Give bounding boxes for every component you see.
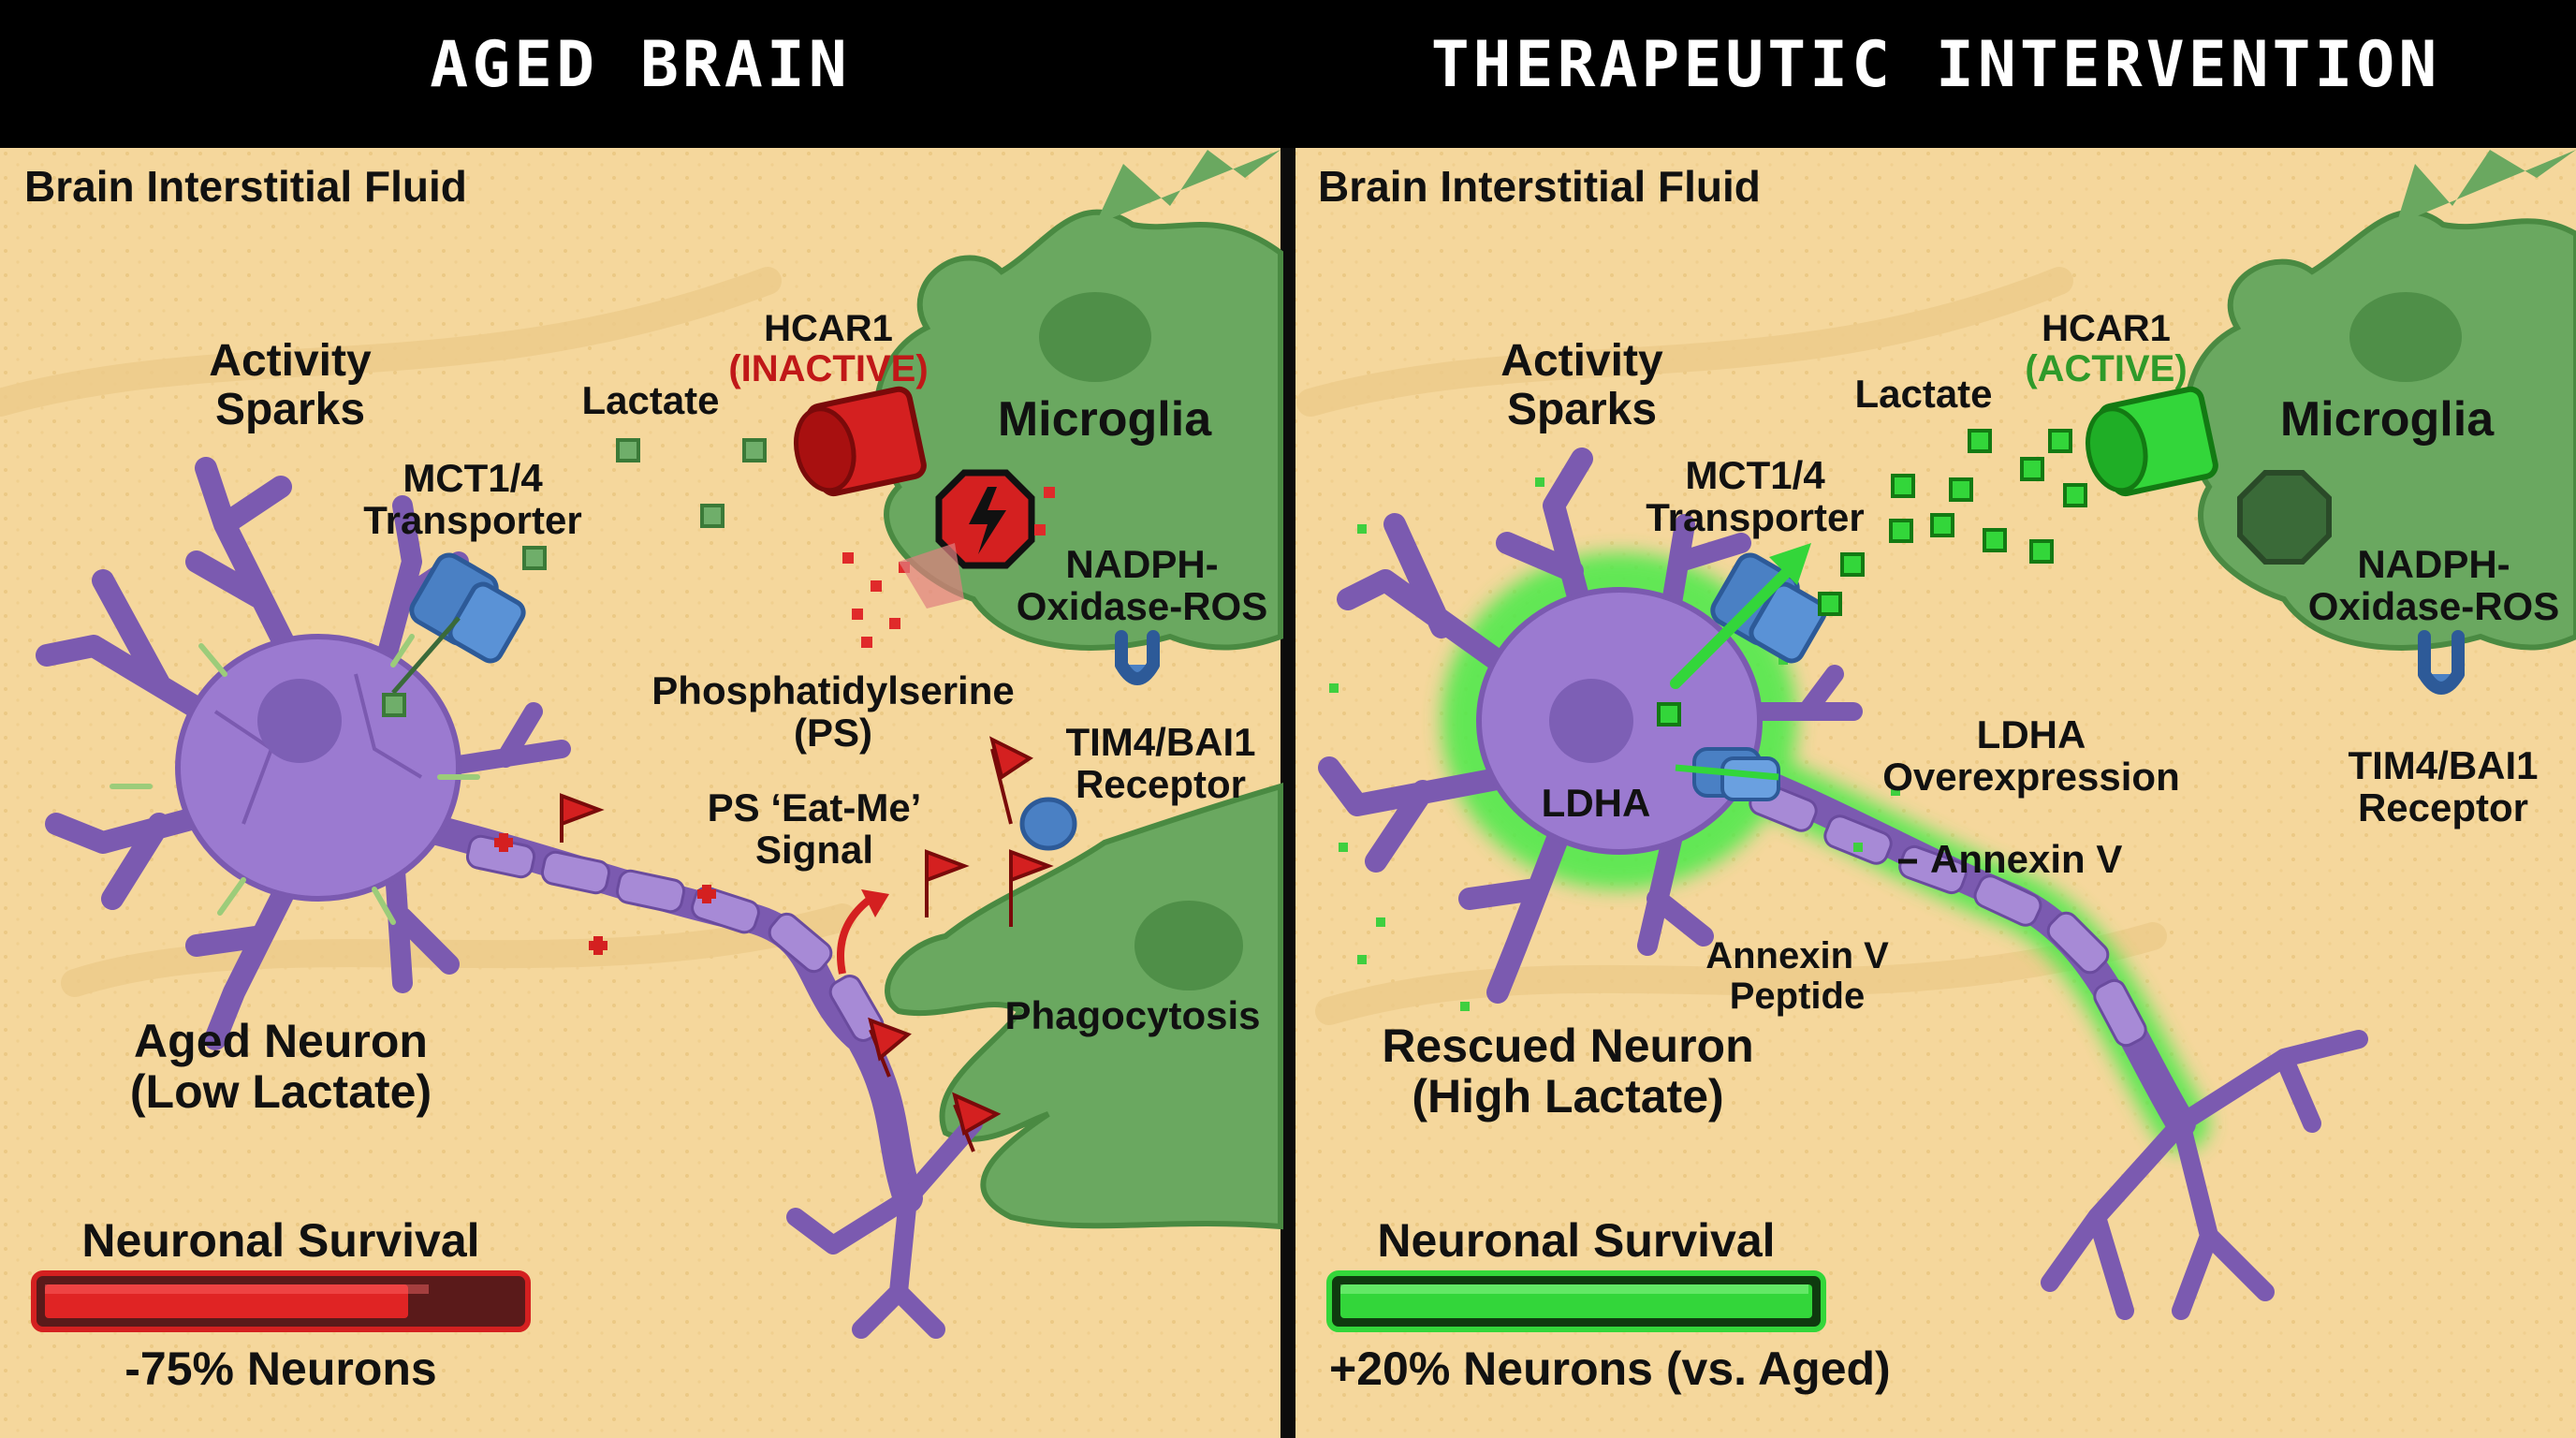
lactate-particles-right xyxy=(1657,429,2087,726)
neuron-label-left: Aged Neuron (Low Lactate) xyxy=(112,1016,449,1117)
mct-transporter-left xyxy=(391,552,526,695)
nadph-label-line1: NADPH- xyxy=(1065,542,1219,586)
panel-divider xyxy=(1281,148,1295,1438)
transporter-label-right-line2: Transporter xyxy=(1646,495,1865,540)
tim4-label-right: TIM4/BAI1 Receptor xyxy=(2321,744,2565,829)
panel-title-aged: AGED BRAIN xyxy=(430,28,851,102)
signal-label: PS ‘Eat-Me’ Signal xyxy=(674,786,955,872)
neuron-label-right-line2: (High Lactate) xyxy=(1412,1070,1724,1123)
ros-octagon-icon xyxy=(935,469,1035,569)
tim4-label-right-line2: Receptor xyxy=(2357,785,2529,830)
ldha-label: LDHA xyxy=(1541,781,1651,825)
hcar1-name-left: HCAR1 xyxy=(764,308,893,349)
ps-crosses xyxy=(494,833,716,955)
annexin-peptide-line1: Annexin V xyxy=(1705,935,1889,976)
lactate-label-left: Lactate xyxy=(581,378,720,422)
fluid-label-left: Brain Interstitial Fluid xyxy=(24,162,467,211)
tim4-receptor-right xyxy=(2418,630,2465,695)
header-bar xyxy=(0,0,2576,148)
survival-bar-left-fill xyxy=(45,1284,408,1318)
nadph-label-right-line2: Oxidase-ROS xyxy=(2307,584,2560,629)
ldha-enzyme xyxy=(1675,747,1780,801)
hcar1-state-active: (ACTIVE) xyxy=(2025,348,2188,390)
tim4-label-line1: TIM4/BAI1 xyxy=(1065,720,1256,764)
annexin-peptide-line2: Peptide xyxy=(1729,976,1866,1018)
neuron-label-right-line1: Rescued Neuron xyxy=(1382,1020,1754,1072)
activity-label-right: Activity Sparks xyxy=(1470,337,1694,434)
survival-bar-right xyxy=(1326,1270,1826,1332)
ldha-overexpression-label: LDHA Overexpression xyxy=(1863,713,2200,799)
signal-arrow xyxy=(837,895,873,975)
ros-particles xyxy=(842,487,1055,648)
neuron-label-right: Rescued Neuron (High Lactate) xyxy=(1357,1020,1778,1122)
lactate-particles-left xyxy=(382,438,767,717)
ps-label-line1: Phosphatidylserine xyxy=(651,668,1015,712)
hcar1-receptor-inactive xyxy=(794,386,927,497)
survival-text-left: -75% Neurons xyxy=(124,1343,437,1395)
survival-bar-right-fill xyxy=(1340,1284,1812,1318)
ps-label-line2: (PS) xyxy=(794,711,872,756)
tim4-label-line2: Receptor xyxy=(1075,762,1247,807)
transporter-label-left: MCT1/4 Transporter xyxy=(346,457,599,542)
transporter-label-right-line1: MCT1/4 xyxy=(1685,453,1825,497)
ps-label: Phosphatidylserine (PS) xyxy=(637,669,1030,755)
hcar1-label-left: HCAR1 (INACTIVE) xyxy=(711,308,945,390)
tim4-receptor-left xyxy=(1115,630,1160,685)
survival-title-left: Neuronal Survival xyxy=(81,1214,480,1267)
activity-label-line1: Activity xyxy=(209,336,372,386)
transporter-label-line1: MCT1/4 xyxy=(402,456,543,500)
hcar1-receptor-active xyxy=(2086,386,2218,497)
tim4-receptor-bound xyxy=(1019,797,1077,851)
hcar1-name-right: HCAR1 xyxy=(2042,308,2171,349)
ros-beam xyxy=(899,543,964,609)
activity-label-line2: Sparks xyxy=(214,384,366,434)
panel-title-intervention: THERAPEUTIC INTERVENTION xyxy=(1430,28,2441,102)
nadph-label-line2: Oxidase-ROS xyxy=(1016,584,1268,629)
activity-label-right-line1: Activity xyxy=(1500,336,1663,386)
activity-label-left: Activity Sparks xyxy=(178,337,402,434)
nadph-label-left: NADPH- Oxidase-ROS xyxy=(1006,543,1278,628)
hcar1-state-inactive: (INACTIVE) xyxy=(728,348,929,390)
hcar1-label-right: HCAR1 (ACTIVE) xyxy=(1994,308,2218,390)
fluid-label-right: Brain Interstitial Fluid xyxy=(1318,162,1761,211)
aged-neuron-soma xyxy=(175,634,461,902)
activity-sparks-left xyxy=(110,634,480,925)
survival-bar-left xyxy=(31,1270,531,1332)
transporter-label-right: MCT1/4 Transporter xyxy=(1629,454,1881,539)
nadph-label-right: NADPH- Oxidase-ROS xyxy=(2298,543,2569,628)
lactate-label-right: Lactate xyxy=(1854,372,1993,416)
ldha-over-line2: Overexpression xyxy=(1882,755,2180,800)
ps-eat-me-flags xyxy=(560,736,1054,1152)
annexin-label: Annexin V xyxy=(1930,837,2123,881)
annexin-peptide-label: Annexin V Peptide xyxy=(1676,935,1919,1018)
survival-title-right: Neuronal Survival xyxy=(1377,1214,1776,1267)
neuron-label-line1: Aged Neuron xyxy=(134,1015,428,1067)
tim4-label-right-line1: TIM4/BAI1 xyxy=(2348,743,2539,787)
transporter-label-line2: Transporter xyxy=(363,498,582,543)
lactate-export-arrow xyxy=(1670,543,1811,689)
ldha-over-line1: LDHA xyxy=(1976,712,2086,756)
microglia-label-right: Microglia xyxy=(2279,392,2495,447)
aged-neuron xyxy=(36,457,983,1339)
phagocytosis-label: Phagocytosis xyxy=(1004,993,1261,1037)
signal-label-line1: PS ‘Eat-Me’ xyxy=(707,785,922,829)
survival-text-right: +20% Neurons (vs. Aged) xyxy=(1329,1343,1891,1395)
microglia-cell-top-right xyxy=(2184,150,2576,651)
rescued-neuron-soma xyxy=(1476,587,1763,855)
microglia-label-left: Microglia xyxy=(997,392,1212,447)
axon-segments-right xyxy=(1749,782,2147,1048)
signal-label-line2: Signal xyxy=(754,828,874,873)
activity-label-right-line2: Sparks xyxy=(1506,384,1658,434)
neuron-label-line2: (Low Lactate) xyxy=(129,1065,432,1118)
tim4-label-left: TIM4/BAI1 Receptor xyxy=(1039,721,1282,806)
nadph-label-right-line1: NADPH- xyxy=(2357,542,2510,586)
